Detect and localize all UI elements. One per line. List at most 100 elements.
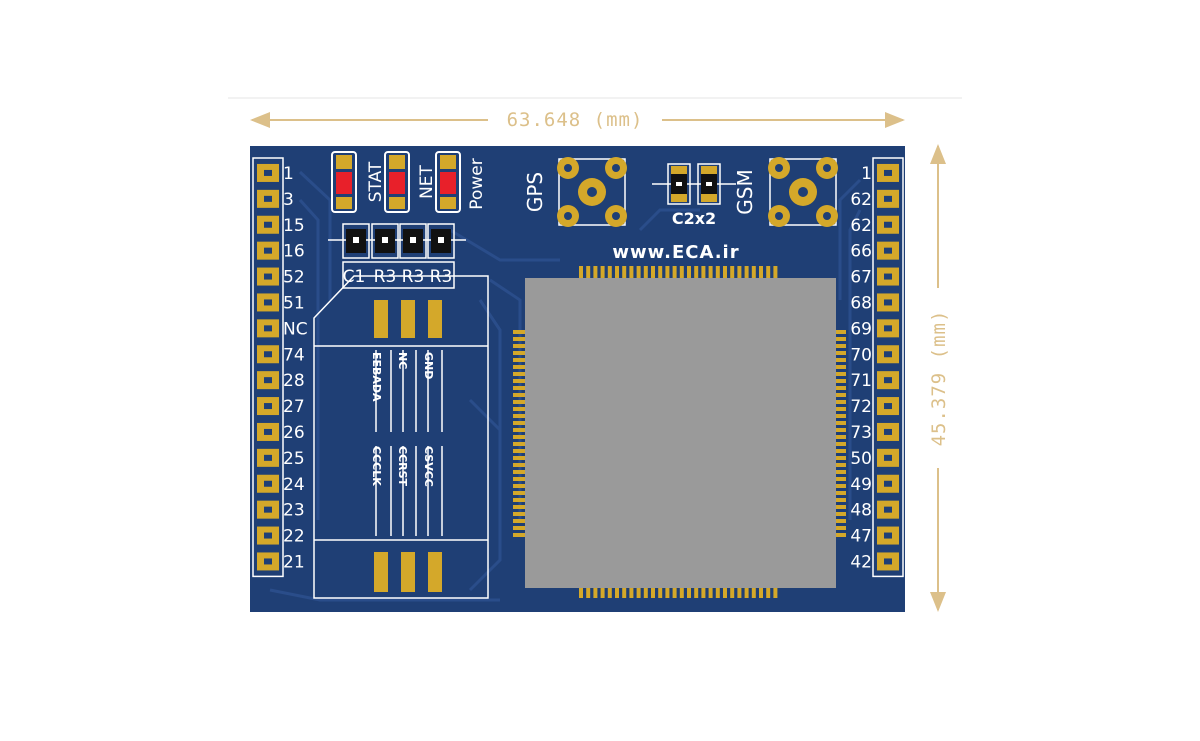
right-header-hole xyxy=(884,377,892,384)
module-pin-top xyxy=(708,266,713,280)
module-pin-left xyxy=(513,372,527,376)
left-header-hole xyxy=(264,221,272,228)
module-pin-right xyxy=(834,484,846,488)
module-pin-bottom xyxy=(701,586,706,598)
module-pin-top xyxy=(579,266,583,280)
module-pin-left xyxy=(513,463,527,467)
left-pin-label: 74 xyxy=(283,345,305,365)
left-header-hole xyxy=(264,247,272,254)
module-pin-left xyxy=(513,526,527,530)
module-pin-left xyxy=(513,428,527,432)
module-pin-top xyxy=(759,266,763,280)
module-pin-right xyxy=(834,365,846,369)
left-pin-label: 24 xyxy=(283,475,305,495)
module-pin-bottom xyxy=(607,586,612,598)
sim-label-ccclk: CCCLK xyxy=(370,446,383,486)
module-pin-top xyxy=(665,266,670,280)
left-header-hole xyxy=(264,558,272,565)
module-pin-top xyxy=(672,266,677,280)
left-header-hole xyxy=(264,506,272,513)
left-pin-label: 23 xyxy=(283,501,305,521)
left-header-hole xyxy=(264,480,272,487)
right-header-hole xyxy=(884,506,892,513)
module-pin-top xyxy=(600,266,605,280)
module-pin-left xyxy=(513,393,527,397)
module-pin-bottom xyxy=(766,586,771,598)
module-pin-left xyxy=(513,519,527,523)
left-header-outline xyxy=(252,157,284,578)
left-pin-label: 51 xyxy=(283,293,305,313)
right-pin-label: 71 xyxy=(850,371,872,391)
module-pin-left xyxy=(513,449,527,453)
module-pin-right xyxy=(834,428,846,432)
right-pin-label: 49 xyxy=(850,475,872,495)
module-pin-bottom xyxy=(665,586,670,598)
module-pin-bottom xyxy=(737,586,742,598)
module-pin-top xyxy=(694,266,699,280)
height-dimension-label: 45.379 (mm) xyxy=(928,310,950,447)
right-pin-label: 42 xyxy=(850,552,872,572)
module-pin-bottom xyxy=(622,586,627,598)
module-pin-right xyxy=(834,330,846,334)
width-dimension-label: 63.648 (mm) xyxy=(507,109,644,131)
module-pin-left xyxy=(513,533,527,537)
led-label-net: NET xyxy=(417,164,437,198)
module-pin-right xyxy=(834,379,846,383)
passive-r3-b xyxy=(399,223,427,259)
left-header-hole xyxy=(264,273,272,280)
module-pin-right xyxy=(834,456,846,460)
module-pin-right xyxy=(834,393,846,397)
module-pin-bottom xyxy=(708,586,713,598)
led-label-power: Power xyxy=(467,158,487,209)
module-pin-top xyxy=(622,266,627,280)
module-pin-bottom xyxy=(643,586,648,598)
module-pin-top xyxy=(593,266,598,280)
module-pin-left xyxy=(513,379,527,383)
module-pin-bottom xyxy=(658,586,663,598)
module-pin-left xyxy=(513,477,527,481)
module-pin-top xyxy=(701,266,706,280)
left-pin-label: 1 xyxy=(283,164,294,184)
right-pin-label: 48 xyxy=(850,501,872,521)
module-pin-left xyxy=(513,442,527,446)
left-header-hole xyxy=(264,454,272,461)
module-pin-top xyxy=(687,266,691,280)
module-pin-right xyxy=(834,505,846,509)
right-header-hole xyxy=(884,454,892,461)
left-pin-label: 25 xyxy=(283,449,305,469)
module-pin-left xyxy=(513,512,527,516)
gsm-label: GSM xyxy=(733,169,757,214)
module-pin-bottom xyxy=(773,586,778,598)
right-header-hole xyxy=(884,273,892,280)
sim-pads xyxy=(374,300,442,592)
right-pin-label: 67 xyxy=(850,268,872,288)
right-pin-label: 1 xyxy=(861,164,872,184)
left-header-hole xyxy=(264,169,272,176)
passive-label-r3-a: R3 xyxy=(374,267,397,287)
module-pin-left xyxy=(513,414,527,418)
gps-connector xyxy=(557,157,627,227)
module-pin-left xyxy=(513,386,527,390)
module-pin-top xyxy=(751,266,756,280)
module-pin-top xyxy=(643,266,648,280)
module-pin-left xyxy=(513,351,527,355)
right-pin-label: 47 xyxy=(850,527,872,547)
right-header-hole xyxy=(884,558,892,565)
sim-label-ccrst: CCRST xyxy=(396,446,409,487)
module-pin-left xyxy=(513,491,527,495)
module-pin-bottom xyxy=(615,586,619,598)
module-pin-bottom xyxy=(715,586,720,598)
module-pin-bottom xyxy=(730,586,735,598)
module-pin-top xyxy=(773,266,778,280)
module-pin-bottom xyxy=(636,586,641,598)
left-pin-label: 16 xyxy=(283,242,305,262)
module-pin-top xyxy=(715,266,720,280)
right-header-hole xyxy=(884,299,892,306)
module-pin-right xyxy=(834,498,846,502)
sim-label-nc: NC xyxy=(396,352,409,369)
module-pin-left xyxy=(513,344,527,348)
passive-c1 xyxy=(342,223,370,259)
right-header-hole xyxy=(884,532,892,539)
module-pins xyxy=(513,266,846,598)
